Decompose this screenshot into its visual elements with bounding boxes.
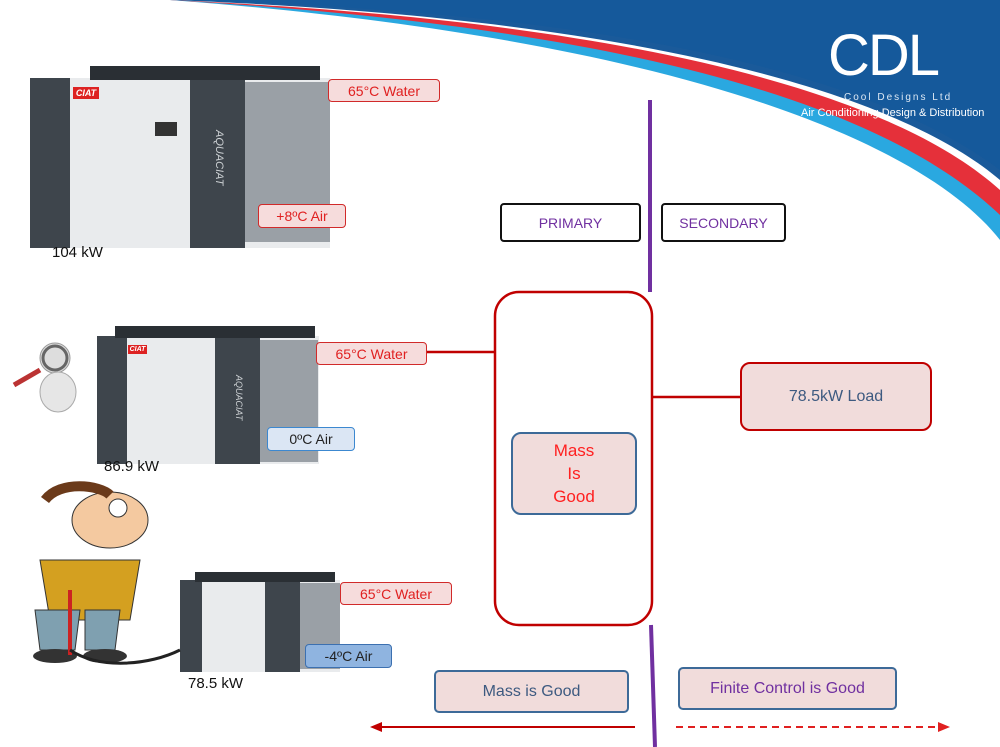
cartoon-man-pumping-icon bbox=[33, 481, 181, 665]
chiller-unit-small bbox=[180, 572, 340, 672]
unit1-capacity: 104 kW bbox=[52, 244, 103, 261]
footer-mass-is-good: Mass is Good bbox=[434, 670, 629, 713]
unit2-brand-logo: CIAT bbox=[128, 345, 147, 354]
primary-label: PRIMARY bbox=[500, 203, 641, 242]
unit3-capacity: 78.5 kW bbox=[188, 675, 244, 692]
buffer-vessel bbox=[493, 290, 654, 627]
unit3-water-label: 65°C Water bbox=[340, 582, 452, 605]
unit2-capacity: 86.9 kW bbox=[104, 458, 160, 475]
magnifier-figure-icon bbox=[12, 342, 77, 413]
unit3-air-label: -4ºC Air bbox=[305, 644, 392, 668]
mass-line-1: Mass bbox=[553, 441, 595, 460]
unit2-air-label: 0ºC Air bbox=[267, 427, 355, 451]
mass-line-3: Good bbox=[553, 487, 595, 506]
footer-finite-control: Finite Control is Good bbox=[678, 667, 897, 710]
unit2-water-label: 65°C Water bbox=[316, 342, 427, 365]
logo-company: Cool Designs Ltd bbox=[844, 92, 953, 103]
secondary-label: SECONDARY bbox=[661, 203, 786, 242]
unit1-model-label: AQUACIAT bbox=[213, 130, 225, 186]
unit2-model-label: AQUACIAT bbox=[234, 375, 244, 421]
unit1-brand-logo: CIAT bbox=[73, 87, 99, 99]
logo-letters: CDL bbox=[828, 23, 940, 88]
load-box: 78.5kW Load bbox=[740, 362, 932, 431]
logo-tagline: Air Conditioning Design & Distribution bbox=[801, 107, 985, 119]
mass-is-good-box: Mass Is Good bbox=[511, 432, 637, 515]
divider-line-bottom bbox=[649, 624, 657, 747]
unit1-water-label: 65°C Water bbox=[328, 79, 440, 102]
mass-line-2: Is bbox=[567, 464, 581, 483]
unit1-air-label: +8ºC Air bbox=[258, 204, 346, 228]
